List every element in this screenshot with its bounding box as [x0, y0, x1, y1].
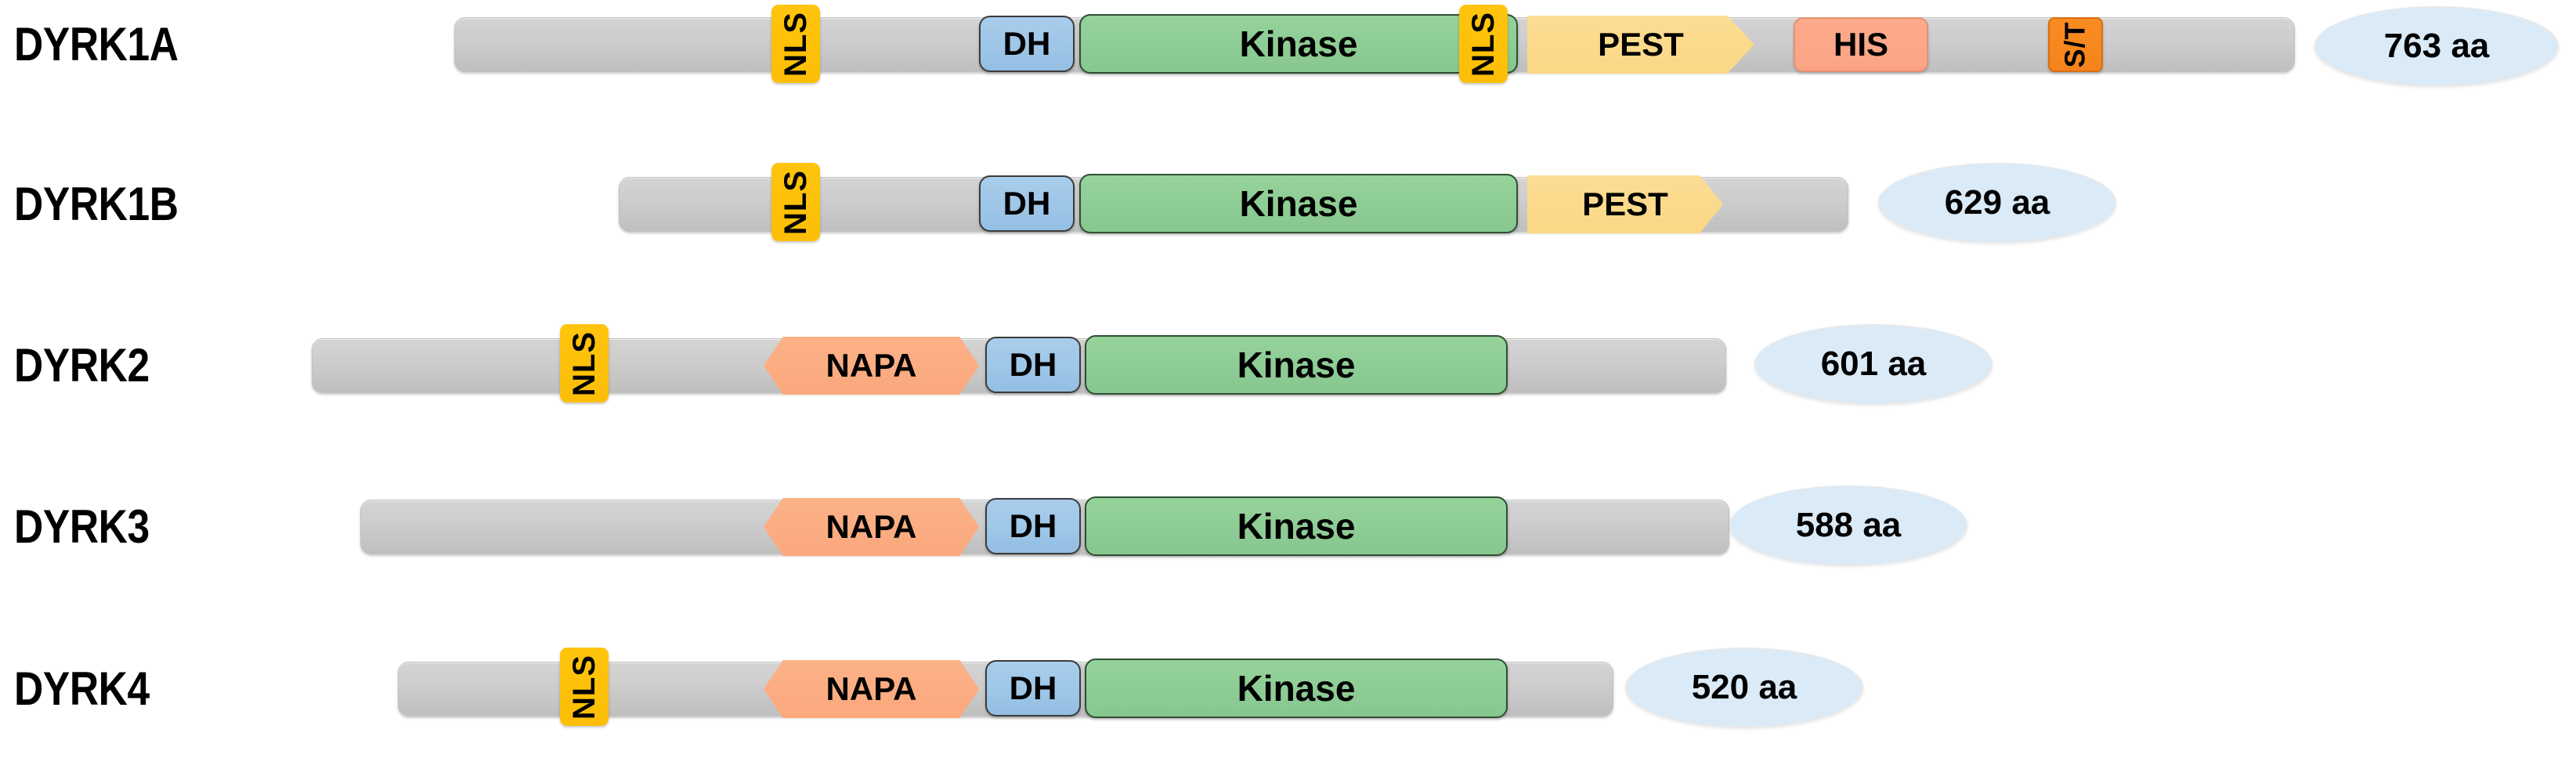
protein-name-label: DYRK4 — [14, 662, 150, 715]
domain-kinase[interactable]: Kinase — [1085, 659, 1508, 718]
domain-nls[interactable]: NLS — [771, 5, 820, 83]
domain-dh[interactable]: DH — [979, 16, 1075, 72]
protein-name-label: DYRK2 — [14, 339, 150, 392]
domain-napa[interactable]: NAPA — [764, 498, 979, 556]
protein-name-label: DYRK1A — [14, 18, 179, 70]
domain-kinase[interactable]: Kinase — [1079, 174, 1518, 233]
domain-label: Kinase — [1237, 506, 1356, 547]
domain-pest[interactable]: PEST — [1527, 175, 1723, 233]
domain-label: HIS — [1833, 26, 1888, 63]
domain-label: DH — [1009, 346, 1057, 383]
protein-length-badge: 588 aa — [1729, 485, 1967, 565]
domain-kinase[interactable]: Kinase — [1085, 335, 1508, 395]
domain-nls[interactable]: NLS — [560, 324, 609, 402]
domain-label: PEST — [1582, 186, 1668, 222]
domain-label: NAPA — [826, 508, 917, 545]
domain-dh[interactable]: DH — [979, 175, 1075, 232]
domain-label: S/T — [2058, 21, 2091, 68]
domain-label: Kinase — [1239, 23, 1358, 64]
domain-label: NLS — [566, 654, 602, 720]
protein-length-badge: 601 aa — [1754, 324, 1993, 404]
domain-napa[interactable]: NAPA — [764, 337, 979, 395]
domain-nls[interactable]: NLS — [1459, 5, 1508, 83]
domain-label: Kinase — [1239, 183, 1358, 224]
domain-label: NAPA — [826, 347, 917, 384]
domain-dh[interactable]: DH — [985, 337, 1081, 393]
domain-label: Kinase — [1237, 345, 1356, 385]
domain-st[interactable]: S/T — [2048, 17, 2103, 72]
domain-label: NLS — [778, 169, 813, 235]
domain-label: DH — [1009, 507, 1057, 544]
domain-pest[interactable]: PEST — [1527, 16, 1754, 74]
domain-dh[interactable]: DH — [985, 660, 1081, 716]
protein-length-text: 588 aa — [1795, 506, 1902, 544]
domain-dh[interactable]: DH — [985, 498, 1081, 554]
domain-label: NLS — [1465, 11, 1501, 77]
protein-name-label: DYRK3 — [14, 500, 150, 553]
domain-nls[interactable]: NLS — [771, 163, 820, 241]
protein-length-text: 520 aa — [1691, 668, 1797, 706]
domain-kinase[interactable]: Kinase — [1079, 14, 1518, 74]
domain-label: NLS — [566, 330, 602, 396]
protein-length-text: 601 aa — [1820, 345, 1927, 383]
domain-label: PEST — [1598, 26, 1684, 63]
domain-label: Kinase — [1237, 668, 1356, 709]
domain-nls[interactable]: NLS — [560, 648, 609, 726]
domain-kinase[interactable]: Kinase — [1085, 496, 1508, 556]
domain-label: NLS — [778, 11, 813, 77]
domain-label: DH — [1003, 25, 1051, 62]
domain-napa[interactable]: NAPA — [764, 660, 979, 718]
domain-his[interactable]: HIS — [1794, 17, 1928, 72]
domain-label: DH — [1003, 185, 1051, 222]
protein-length-badge: 520 aa — [1625, 648, 1863, 727]
protein-length-text: 763 aa — [2383, 27, 2490, 65]
domain-label: DH — [1009, 670, 1057, 706]
protein-name-label: DYRK1B — [14, 178, 179, 230]
protein-length-badge: 629 aa — [1878, 163, 2116, 243]
protein-length-text: 629 aa — [1944, 183, 2050, 222]
protein-length-badge: 763 aa — [2314, 6, 2559, 86]
domain-label: NAPA — [826, 670, 917, 707]
